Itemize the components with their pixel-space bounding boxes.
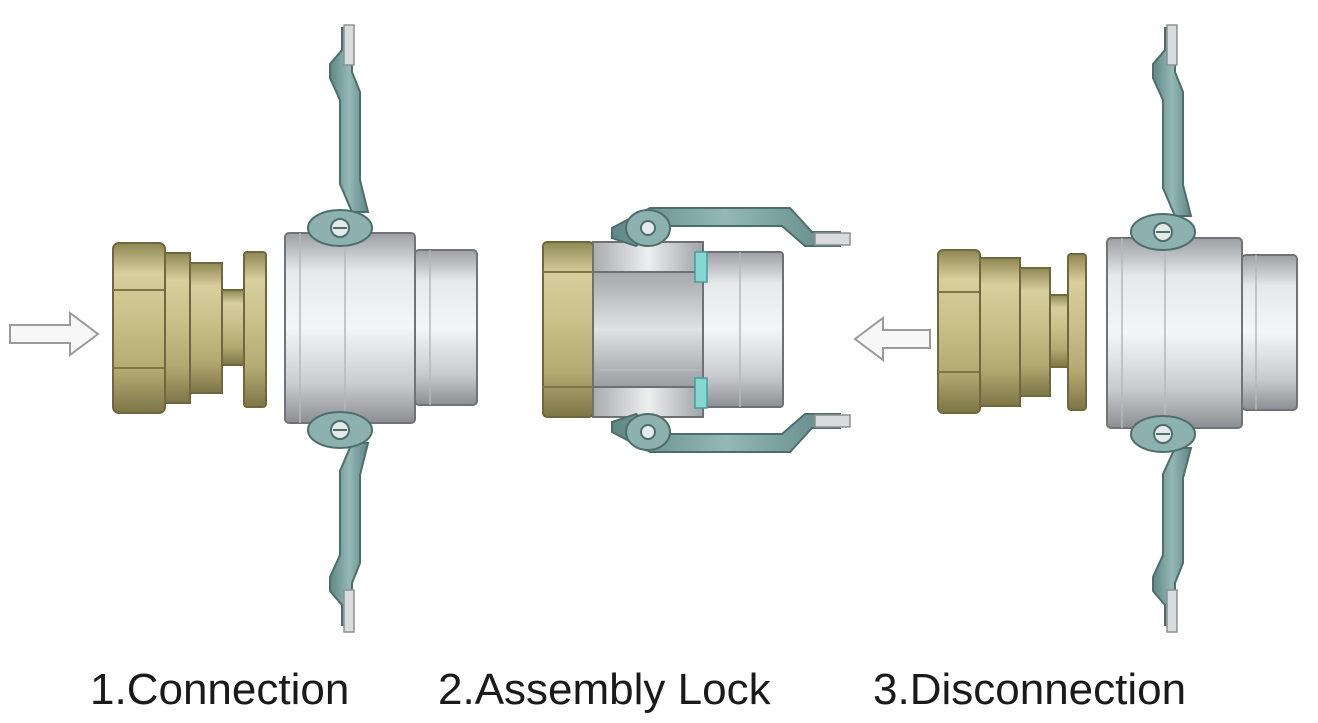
cam-lever-bottom-left: [307, 411, 373, 633]
brass-adapter-right: [937, 249, 1087, 414]
step-2-label: 2.Assembly Lock: [438, 665, 771, 714]
cam-lever-bottom-right: [1130, 415, 1196, 633]
step-3-label: 3.Disconnection: [873, 665, 1187, 714]
arrow-right-icon: [9, 311, 100, 357]
coupling-diagram: [9, 24, 1298, 633]
brass-adapter-center: [542, 241, 594, 418]
arrow-left-icon: [853, 316, 931, 362]
step-3-disconnection: [853, 24, 1298, 633]
brass-adapter-left: [112, 242, 267, 414]
cam-lever-top-left: [307, 24, 373, 247]
steel-coupler-left: [284, 232, 478, 424]
steel-coupler-center: [592, 241, 784, 418]
step-1-connection: [9, 24, 478, 633]
steel-coupler-right: [1106, 237, 1298, 429]
cam-lever-bottom-center: [611, 412, 851, 453]
cam-lever-top-center: [611, 207, 851, 248]
step-2-assembly-lock: [542, 207, 851, 453]
step-1-label: 1.Connection: [90, 665, 350, 714]
seal-gasket: [694, 251, 708, 409]
cam-lever-top-right: [1130, 24, 1196, 251]
